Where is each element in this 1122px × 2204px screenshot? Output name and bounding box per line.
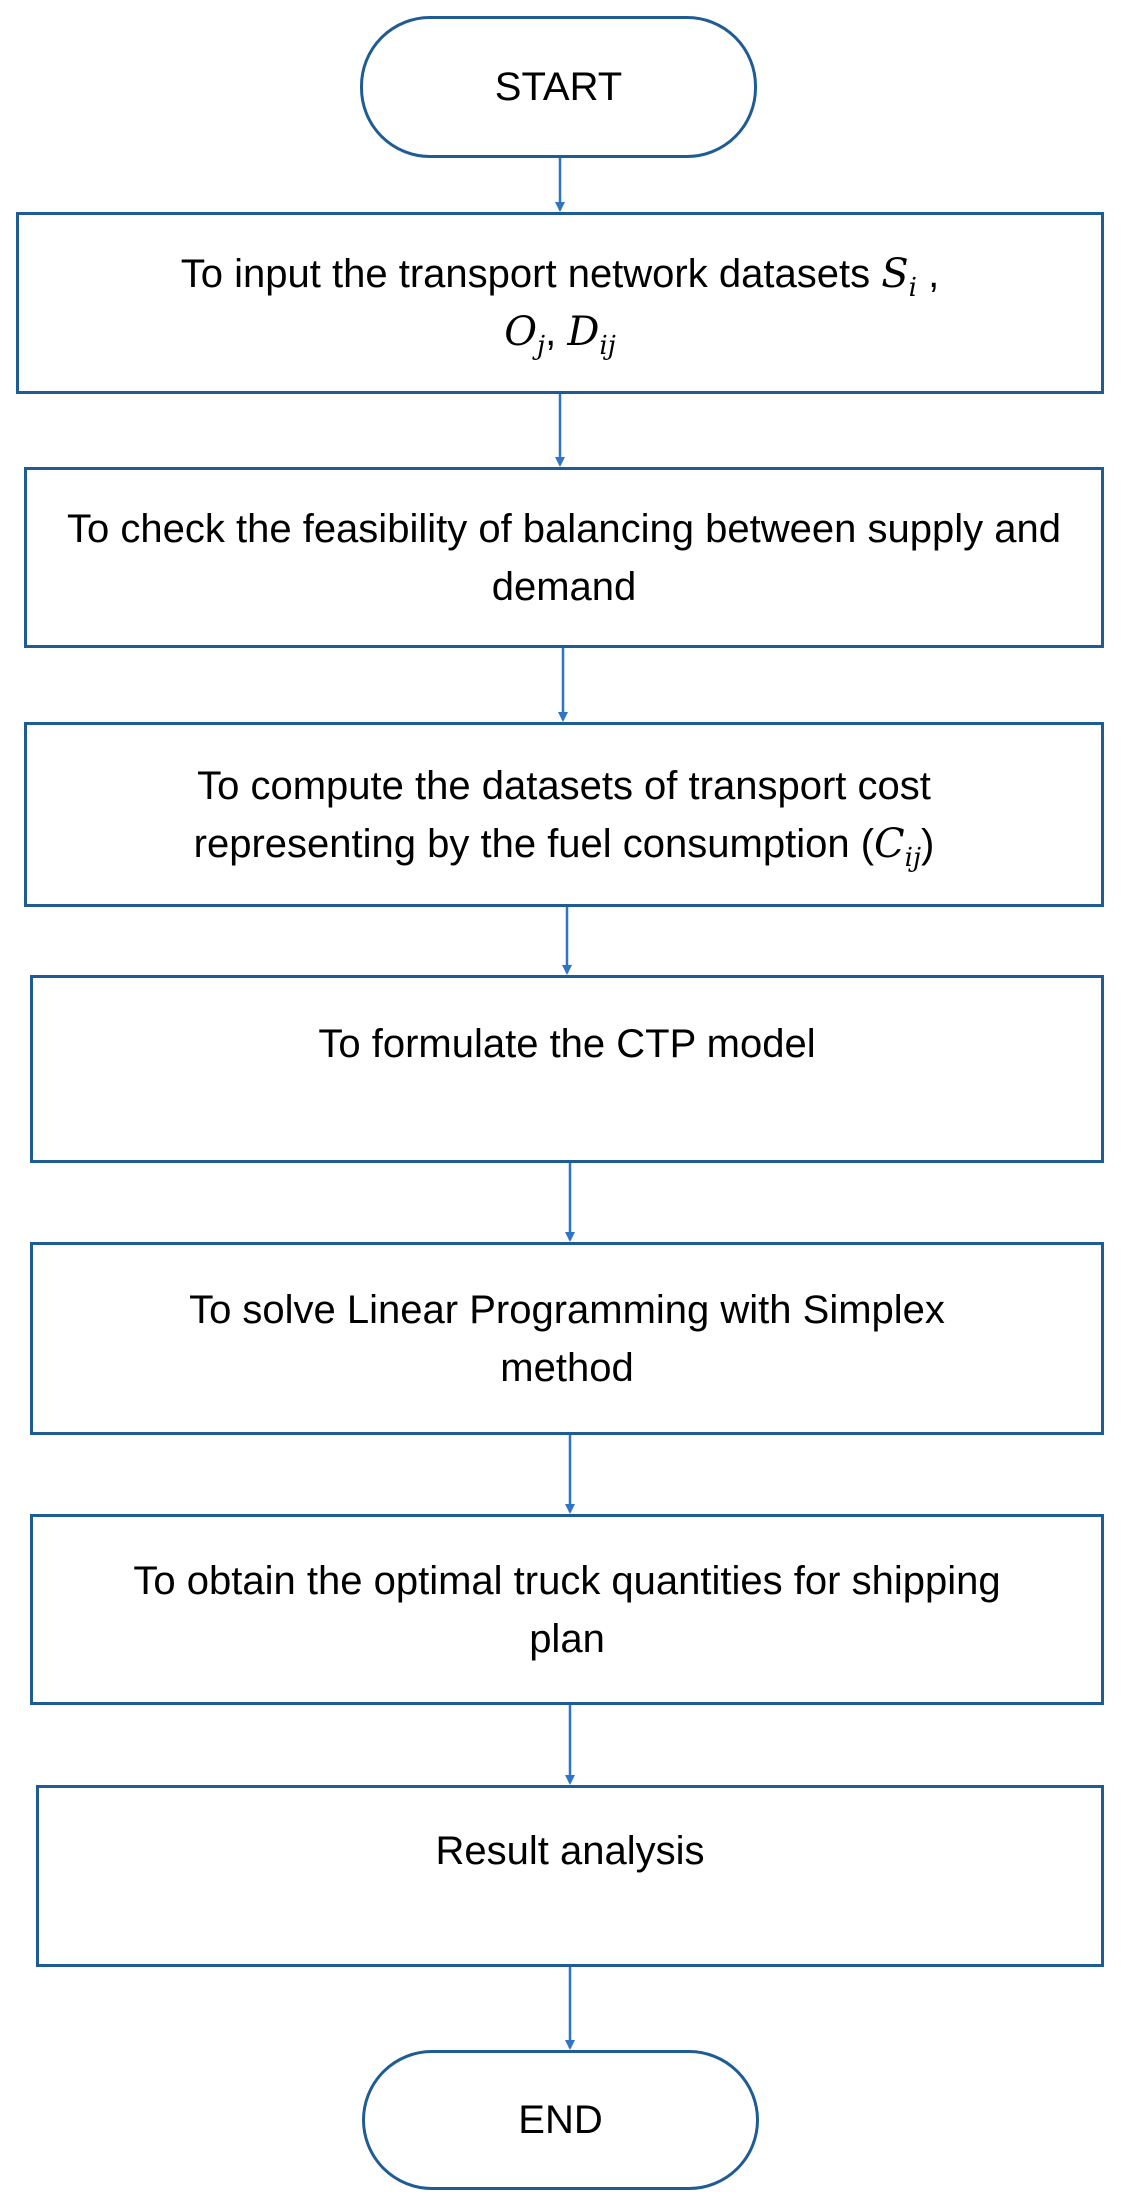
step-compute-cost-line1: To compute the datasets of transport cos… [197, 763, 931, 808]
symbol-o-j: Oj [504, 309, 546, 361]
step-input-datasets-label: To input the transport network datasets … [151, 245, 969, 361]
step-check-feasibility-label: To check the feasibility of balancing be… [67, 506, 1061, 609]
step-result-analysis: Result analysis [36, 1785, 1104, 1967]
step-solve-lp: To solve Linear Programming with Simplex… [30, 1242, 1104, 1435]
end-label: END [518, 2098, 603, 2142]
step-input-datasets: To input the transport network datasets … [16, 212, 1104, 394]
step-compute-cost-line2: representing by the fuel consumption (Ci… [193, 820, 935, 873]
symbol-s-i: Si [881, 251, 917, 303]
step-obtain-quantities-label: To obtain the optimal truck quantities f… [133, 1558, 1001, 1661]
start-label: START [494, 65, 623, 109]
step-input-datasets-line2: Oj, Dij [504, 309, 616, 361]
step-compute-cost-label: To compute the datasets of transport cos… [164, 757, 965, 873]
step-input-datasets-line1: To input the transport network datasets … [180, 251, 940, 303]
step-obtain-quantities: To obtain the optimal truck quantities f… [30, 1514, 1104, 1705]
step-compute-cost: To compute the datasets of transport cos… [24, 722, 1104, 907]
step-solve-lp-label: To solve Linear Programming with Simplex… [189, 1287, 945, 1390]
symbol-c-ij: Cij [874, 820, 922, 873]
step-result-analysis-label: Result analysis [435, 1829, 705, 1873]
step-formulate-ctp-label: To formulate the CTP model [318, 1022, 816, 1066]
end-terminal: END [362, 2050, 759, 2190]
step-formulate-ctp: To formulate the CTP model [30, 975, 1104, 1163]
step-check-feasibility: To check the feasibility of balancing be… [24, 467, 1104, 648]
symbol-d-ij: Dij [567, 309, 616, 361]
start-terminal: START [360, 16, 757, 158]
